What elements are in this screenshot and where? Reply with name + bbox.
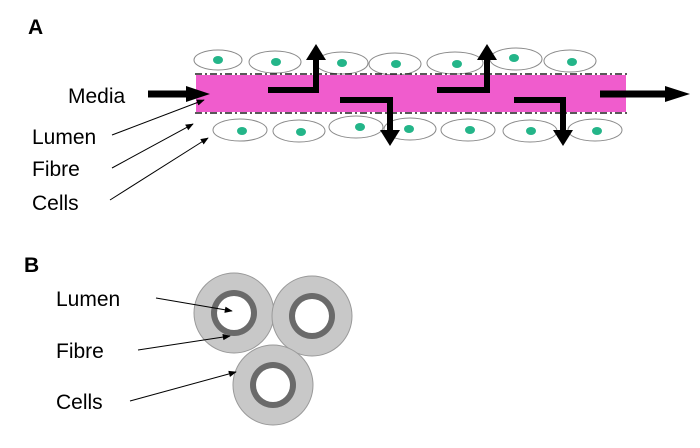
diffusion-arrow-up-head (306, 44, 326, 60)
leader-fibre (137, 333, 231, 351)
cell-nucleus (452, 60, 462, 68)
label-fibre: Fibre (56, 340, 104, 363)
fibre-cross-section (193, 272, 275, 354)
leader-fibre (111, 123, 194, 169)
fibre-cross-section (232, 344, 314, 426)
lumen-media-flow (196, 75, 626, 112)
cell-nucleus (526, 127, 536, 135)
cell-nucleus (404, 125, 414, 133)
cell-nucleus (592, 127, 602, 135)
panel-a: A (28, 16, 690, 215)
panel-a-letter: A (28, 16, 43, 39)
diffusion-arrow-down (340, 97, 393, 132)
lumen (256, 368, 290, 402)
diffusion-arrow-up (437, 58, 490, 93)
leader-cells (109, 137, 209, 201)
lumen (295, 299, 329, 333)
diffusion-arrow-down-head (553, 130, 573, 146)
cell-row-top (193, 47, 597, 76)
diffusion-arrows (268, 44, 573, 146)
cell-nucleus (391, 60, 401, 68)
diffusion-arrow-up-head (477, 44, 497, 60)
cell-nucleus (237, 127, 247, 135)
cell-nucleus (509, 54, 519, 62)
fibre-cross-section (271, 275, 353, 357)
leader-lumen (155, 297, 233, 313)
leader-lumen (111, 99, 205, 136)
panel-b-letter: B (24, 254, 39, 277)
label-lumen: Lumen (56, 288, 120, 311)
leader-cells (129, 370, 237, 402)
media-outlet-arrow-head (665, 86, 690, 102)
diffusion-arrow-down-head (380, 130, 400, 146)
label-cells: Cells (32, 192, 79, 215)
cell-nucleus (465, 126, 475, 134)
panel-b: B Lumen Fibre Cells (24, 254, 353, 426)
cell-nucleus (213, 56, 223, 64)
cell-nucleus (296, 128, 306, 136)
label-cells: Cells (56, 391, 103, 414)
label-fibre: Fibre (32, 158, 80, 181)
cell-row-bottom (212, 115, 623, 143)
label-media: Media (68, 85, 126, 108)
lumen (217, 296, 251, 330)
cell-nucleus (567, 58, 577, 66)
diffusion-arrow-up (268, 58, 319, 93)
cell-nucleus (337, 59, 347, 67)
cell-nucleus (355, 123, 365, 131)
label-lumen: Lumen (32, 126, 96, 149)
cell-nucleus (271, 58, 281, 66)
media-inlet-arrow-head (186, 86, 210, 102)
diffusion-arrow-down (514, 97, 566, 132)
